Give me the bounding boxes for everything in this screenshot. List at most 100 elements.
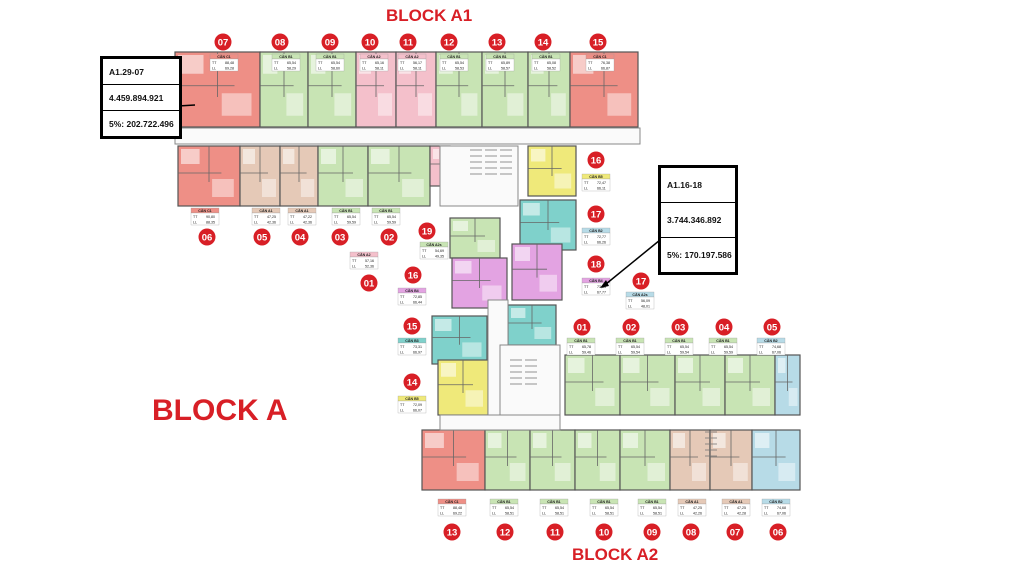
unit-number: 14	[407, 378, 418, 389]
unit-ll-label: LL	[680, 512, 684, 516]
unit-number-badge	[360, 274, 378, 292]
unit-tt-value: 47,25	[267, 215, 276, 219]
unit-number-badge	[595, 523, 613, 541]
unit-ll-value: 67,77	[597, 291, 606, 295]
unit-tt-value: 65,89	[501, 61, 510, 65]
unit-type: CĂN B2	[589, 228, 602, 233]
info-box-a1-16-18: A1.16-18 3.744.346.892 5%: 170.197.586	[658, 165, 738, 275]
apartment-plan	[484, 429, 531, 491]
unit-area-box	[761, 503, 791, 517]
apartment-plan	[367, 145, 431, 207]
unit-ll-label: LL	[400, 351, 404, 355]
unit-ll-label: LL	[400, 409, 404, 413]
unit-type: CĂN B1	[547, 499, 560, 504]
unit-tt-label: TT	[588, 61, 593, 65]
unit-marker-19: 19	[418, 222, 436, 240]
apartment-plan	[437, 359, 489, 416]
room-white	[418, 93, 432, 116]
unit-area-box	[756, 342, 786, 356]
unit-ll-label: LL	[711, 351, 715, 355]
unit-ll-value: 58,51	[653, 512, 662, 516]
info-box-a1-29-07: A1.29-07 4.459.894.921 5%: 202.722.496	[100, 56, 182, 139]
unit-area-box	[331, 212, 361, 226]
unit-ll-value: 58,51	[505, 512, 514, 516]
room-white	[212, 179, 234, 197]
room-white	[507, 93, 524, 116]
room-white	[539, 274, 557, 292]
unit-type: CĂN B1	[279, 54, 292, 59]
unit-marker-02: 02	[380, 228, 398, 246]
unit-tt-label: TT	[318, 61, 323, 65]
unit-ll-value: 67,06	[772, 351, 781, 355]
unit-tt-value: 65,54	[605, 506, 614, 510]
unit-ll-value: 69,22	[453, 512, 462, 516]
unit-tt-label: TT	[628, 299, 633, 303]
room-white	[788, 388, 798, 406]
unit-ll-value: 59,59	[347, 221, 356, 225]
unit-area-box	[585, 58, 615, 72]
room-white	[755, 433, 770, 448]
unit-tt-value: 65,54	[505, 506, 514, 510]
arrow-a1-16-18	[605, 239, 661, 285]
unit-ll-value: 49,35	[435, 255, 444, 259]
unit-tt-value: 74,68	[777, 506, 786, 510]
unit-type: CĂN B3	[405, 338, 418, 343]
unit-marker-16: 16	[404, 266, 422, 284]
unit-marker-08: 08	[682, 523, 700, 541]
unit-tt-label: TT	[400, 345, 405, 349]
unit-ll-label: LL	[667, 351, 671, 355]
unit-area-box	[190, 212, 220, 226]
unit-area-box	[359, 58, 389, 72]
unit-area-box	[581, 232, 611, 246]
unit-ll-value: 66,11	[597, 187, 606, 191]
unit-area-box	[251, 212, 281, 226]
unit-number-badge	[403, 317, 421, 335]
unit-tt-label: TT	[584, 181, 589, 185]
info-deposit: 5%: 202.722.496	[109, 118, 174, 129]
unit-number-badge	[643, 523, 661, 541]
apartment-plan	[619, 429, 671, 491]
unit-ll-label: LL	[400, 67, 404, 71]
unit-type: CĂN B1	[447, 54, 460, 59]
unit-number: 17	[636, 277, 647, 288]
arrow-head-a1-16-18	[600, 280, 609, 288]
unit-type: CĂN B1	[672, 338, 685, 343]
room-white	[568, 358, 585, 373]
unit-ll-value: 58,52	[547, 67, 556, 71]
unit-number: 16	[408, 271, 419, 282]
room-white	[300, 179, 315, 197]
unit-number-badge	[587, 255, 605, 273]
room-white	[462, 342, 482, 357]
room-white	[456, 463, 479, 481]
apartment-plan	[724, 354, 776, 416]
unit-number: 02	[384, 233, 395, 244]
unit-tt-value: 65,54	[287, 61, 296, 65]
unit-ll-label: LL	[334, 221, 338, 225]
unit-tt-value: 56,17	[413, 61, 422, 65]
apartment-plan	[279, 145, 319, 207]
unit-ll-label: LL	[362, 67, 366, 71]
unit-number-badge	[418, 222, 436, 240]
unit-area-box	[485, 58, 515, 72]
unit-number-badge	[253, 228, 271, 246]
unit-number: 10	[599, 528, 610, 539]
unit-ll-label: LL	[274, 67, 278, 71]
unit-area-box	[615, 342, 645, 356]
unit-type: CĂN B1	[379, 208, 392, 213]
unit-number-badge	[403, 373, 421, 391]
apartment-plan	[449, 217, 501, 259]
unit-area-box	[539, 503, 569, 517]
unit-number: 13	[447, 528, 458, 539]
unit-tt-value: 65,54	[331, 61, 340, 65]
unit-number: 12	[500, 528, 511, 539]
unit-tt-value: 65,54	[724, 345, 733, 349]
